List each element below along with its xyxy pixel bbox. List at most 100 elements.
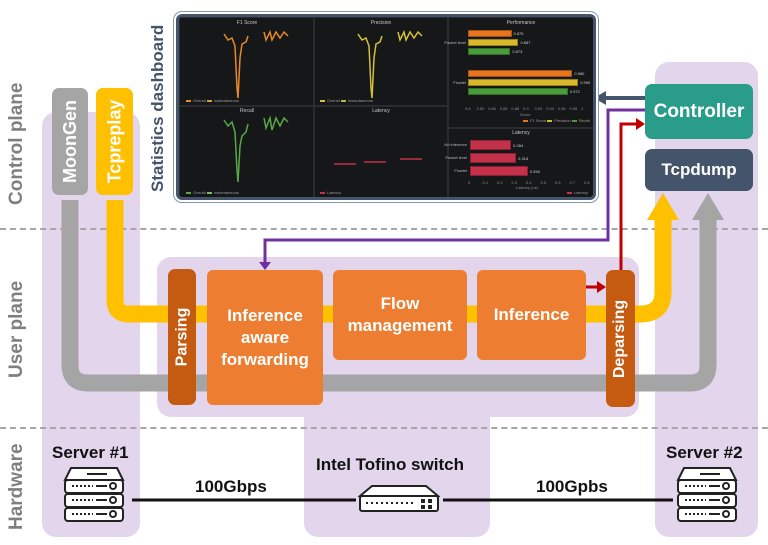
latency-x-tick: 0.8 xyxy=(584,180,590,185)
latency-series xyxy=(334,158,422,165)
link2-label: 100Gpbs xyxy=(536,477,608,496)
latency-value-label: 0.318 xyxy=(518,156,529,161)
performance-x-tick: 1 xyxy=(581,106,584,111)
purple-arrowhead xyxy=(259,262,271,270)
moongen-label: MoonGen xyxy=(59,100,80,183)
latency-x-tick: 0 xyxy=(468,180,471,185)
latency-bar xyxy=(470,153,517,163)
deparsing-to-controller-arrow xyxy=(619,122,640,270)
latency-x-tick: 0.6 xyxy=(555,180,561,185)
latency-x-tick: 0.7 xyxy=(569,180,576,185)
latency-line-panel: Latency Latency xyxy=(313,105,449,197)
performance-value-label: 0.873 xyxy=(512,49,523,54)
user-hardware-divider xyxy=(0,427,768,429)
controller-label: Controller xyxy=(653,100,745,122)
performance-x-tick: 0.84 xyxy=(488,106,496,111)
performance-legend: F1 Score Precision Recall xyxy=(522,118,590,123)
performance-x-tick: 0.86 xyxy=(499,106,508,111)
performance-bar xyxy=(468,39,519,46)
switch-icon xyxy=(358,485,440,512)
yellow-flow-arrowhead xyxy=(647,193,679,220)
performance-bar xyxy=(468,30,512,37)
performance-x-tick: 0.82 xyxy=(476,106,485,111)
deparsing-stage: Deparsing xyxy=(606,270,635,407)
latency-category-label: No inference xyxy=(444,142,467,147)
deparsing-label: Deparsing xyxy=(611,299,629,378)
performance-x-tick: 0.98 xyxy=(569,106,578,111)
performance-bar xyxy=(468,70,573,77)
performance-value-label: 0.972 xyxy=(569,89,580,94)
latency-x-tick: 0.3 xyxy=(511,180,518,185)
statistics-dashboard: F1 Score Overall Instantaneous Precision… xyxy=(176,14,596,200)
performance-value-label: 0.875 xyxy=(513,31,524,36)
precision-legend: Overall Instantaneous xyxy=(320,98,373,103)
inference-stage: Inference xyxy=(477,270,586,360)
red-arrowhead-deparsing xyxy=(597,281,606,293)
performance-bar xyxy=(468,79,579,86)
precision-title: Precision xyxy=(370,20,392,26)
controller-box: Controller xyxy=(645,84,753,139)
precision-series xyxy=(357,29,423,99)
latency-line-legend: Latency xyxy=(320,190,341,195)
performance-x-tick: 0.88 xyxy=(511,106,520,111)
dashboard-arrowhead xyxy=(594,91,606,105)
red-arrowhead-controller xyxy=(636,118,645,130)
iaf-line-2: aware xyxy=(240,327,290,347)
performance-x-tick: 0.96 xyxy=(557,106,566,111)
link1-label: 100Gbps xyxy=(195,477,267,496)
moongen-box: MoonGen xyxy=(52,88,88,195)
f1-score-title: F1 Score xyxy=(236,20,258,26)
precision-panel: Precision Overall Instantaneous xyxy=(313,17,449,107)
tcpdump-box: Tcpdump xyxy=(645,149,753,191)
server1-icon xyxy=(63,467,125,522)
f1-score-panel: F1 Score Overall Instantaneous xyxy=(179,17,315,107)
latency-line-title: Latency xyxy=(372,108,390,114)
controller-to-forwarding-arrow xyxy=(263,108,645,262)
performance-value-label: 0.887 xyxy=(520,40,531,45)
f1-score-series xyxy=(223,29,289,99)
performance-x-tick: 0.8 xyxy=(465,106,471,111)
latency-bar-legend: Latency xyxy=(566,190,588,195)
latency-value-label: 0.284 xyxy=(513,143,524,148)
latency-bar-title: Latency xyxy=(512,130,530,136)
latency-x-tick: 0.2 xyxy=(497,180,503,185)
flow-line-2: management xyxy=(347,316,453,335)
latency-category-label: Packet level xyxy=(445,155,467,160)
tcpreplay-label: Tcpreplay xyxy=(104,99,125,184)
recall-legend: Overall Instantaneous xyxy=(186,190,239,195)
f1-score-legend: Overall Instantaneous xyxy=(186,98,239,103)
performance-category-label: Flowlet xyxy=(453,80,466,85)
performance-value-label: 0.980 xyxy=(574,71,585,76)
latency-value-label: 0.398 xyxy=(529,169,540,174)
performance-x-tick: 0.9 xyxy=(523,106,529,111)
tcpreplay-box: Tcpreplay xyxy=(96,88,133,195)
performance-category-label: Packet level xyxy=(444,40,466,45)
gray-traffic-flow xyxy=(61,200,717,392)
latency-x-label: Latency (us) xyxy=(516,185,539,190)
latency-category-label: Flowlet xyxy=(454,168,467,173)
performance-x-tick: 0.94 xyxy=(546,106,554,111)
performance-x-tick: 0.92 xyxy=(534,106,543,111)
switch-label: Intel Tofino switch xyxy=(316,455,464,474)
performance-title: Performance xyxy=(506,20,536,26)
flow-management-stage: Flow management xyxy=(333,270,467,360)
recall-series xyxy=(223,115,289,183)
flow-line-1: Flow xyxy=(380,294,420,313)
server1-label: Server #1 xyxy=(52,443,129,462)
latency-x-tick: 0.5 xyxy=(540,180,547,185)
parsing-label: Parsing xyxy=(173,307,190,367)
recall-title: Recall xyxy=(240,108,254,114)
parsing-stage: Parsing xyxy=(168,269,196,405)
iaf-line-3: forwarding xyxy=(221,349,309,369)
performance-bar xyxy=(468,48,511,55)
recall-panel: Recall Overall Instantaneous xyxy=(179,105,315,197)
performance-value-label: 0.990 xyxy=(580,80,591,85)
inference-label: Inference xyxy=(493,305,570,324)
latency-bar xyxy=(470,166,528,176)
performance-bar xyxy=(468,88,568,95)
latency-x-tick: 0.4 xyxy=(526,180,532,185)
gray-flow-arrowhead xyxy=(692,193,724,220)
